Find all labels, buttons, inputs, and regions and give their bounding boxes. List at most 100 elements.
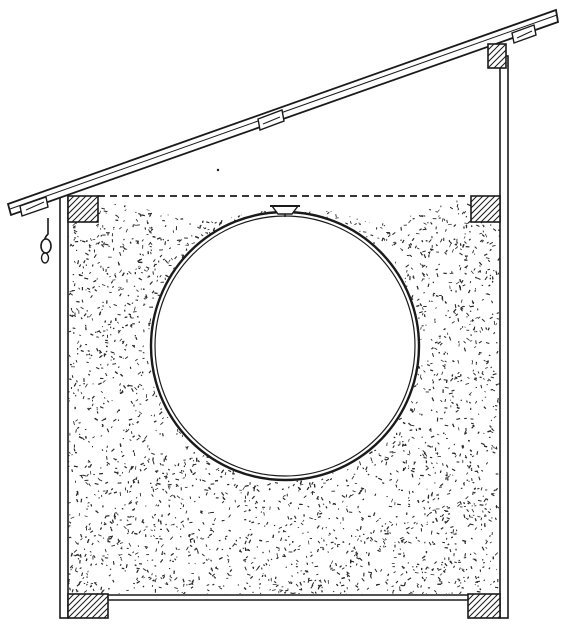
fill-speck <box>358 510 361 514</box>
fill-speck <box>457 503 461 507</box>
fill-speck <box>185 546 189 551</box>
fill-speck <box>192 463 197 466</box>
fill-speck <box>376 210 379 213</box>
fill-speck <box>229 565 231 568</box>
hatch-line <box>488 49 506 68</box>
fill-speck <box>362 467 365 470</box>
fill-speck <box>162 258 166 261</box>
fill-speck <box>89 584 93 588</box>
fill-speck <box>487 327 490 331</box>
fill-speck <box>423 222 427 225</box>
fill-speck <box>307 505 310 508</box>
fill-speck <box>448 447 451 450</box>
fill-speck <box>403 554 405 558</box>
fill-speck <box>155 578 157 580</box>
fill-speck <box>484 396 487 398</box>
fill-speck <box>144 296 148 298</box>
fill-speck <box>136 289 139 293</box>
fill-speck <box>82 438 85 441</box>
fill-speck <box>401 239 405 244</box>
fill-speck <box>281 488 284 491</box>
fill-speck <box>478 261 483 266</box>
fill-speck <box>335 214 337 218</box>
fill-speck <box>92 193 93 195</box>
fill-speck <box>400 239 402 242</box>
fill-speck <box>135 392 138 395</box>
fill-speck <box>480 517 483 521</box>
fill-speck <box>410 424 415 427</box>
fill-speck <box>129 241 132 244</box>
fill-speck <box>259 582 261 585</box>
fill-speck <box>438 378 442 381</box>
fill-speck <box>442 463 444 466</box>
fill-speck <box>371 461 374 463</box>
fill-speck <box>460 582 462 584</box>
fill-speck <box>136 421 139 424</box>
fill-speck <box>230 574 232 577</box>
fill-speck <box>495 341 498 344</box>
fill-speck <box>425 208 427 210</box>
fill-speck <box>473 346 477 349</box>
fill-speck <box>408 219 412 224</box>
fill-speck <box>443 335 447 338</box>
hatch-lines <box>488 44 506 68</box>
fill-speck <box>401 538 405 542</box>
fill-speck <box>197 528 201 532</box>
fill-speck <box>436 273 439 278</box>
fill-speck <box>476 591 481 593</box>
fill-speck <box>148 370 152 374</box>
hatch-line <box>510 594 534 618</box>
fill-speck <box>119 338 123 342</box>
fill-speck <box>392 589 395 592</box>
fill-speck <box>151 573 153 576</box>
fill-speck <box>190 537 194 541</box>
fill-speck <box>127 198 129 201</box>
fill-speck <box>492 580 496 583</box>
fill-speck <box>299 487 301 491</box>
fill-speck <box>470 537 473 540</box>
fill-speck <box>159 535 161 538</box>
fill-speck <box>335 217 339 219</box>
fill-speck <box>359 488 363 492</box>
fill-speck <box>415 565 418 568</box>
fill-speck <box>408 541 412 544</box>
fill-speck <box>73 362 75 365</box>
fill-speck <box>435 268 439 271</box>
fill-speck <box>411 527 414 530</box>
fill-speck <box>310 551 312 554</box>
fill-speck <box>141 193 144 195</box>
fill-speck <box>436 462 438 464</box>
fill-speck <box>296 571 299 574</box>
fill-speck <box>213 576 216 578</box>
fill-speck <box>138 267 141 270</box>
fill-speck <box>401 540 404 543</box>
fill-speck <box>308 579 313 582</box>
fill-speck <box>161 574 166 577</box>
hatch-line <box>110 594 134 618</box>
fill-speck <box>341 576 345 580</box>
fill-speck <box>416 383 419 386</box>
fill-speck <box>451 249 454 253</box>
hatch-line <box>68 594 75 601</box>
fill-speck <box>149 577 152 581</box>
fill-speck <box>88 249 91 252</box>
fill-speck <box>478 476 481 481</box>
fill-speck <box>436 532 440 535</box>
fill-speck <box>136 241 139 245</box>
fill-speck <box>110 351 114 354</box>
fill-speck <box>388 520 392 524</box>
fill-speck <box>174 587 178 590</box>
fill-speck <box>389 532 392 534</box>
fill-speck <box>248 509 251 512</box>
fill-speck <box>309 517 313 520</box>
fill-speck <box>72 327 76 330</box>
fill-speck <box>464 553 467 557</box>
fill-speck <box>381 525 384 527</box>
fill-speck <box>138 434 141 438</box>
fill-speck <box>471 478 473 481</box>
fill-speck <box>464 432 468 435</box>
fill-speck <box>75 419 78 422</box>
fill-speck <box>369 532 373 534</box>
fill-speck <box>346 505 348 508</box>
fill-speck <box>461 569 465 573</box>
